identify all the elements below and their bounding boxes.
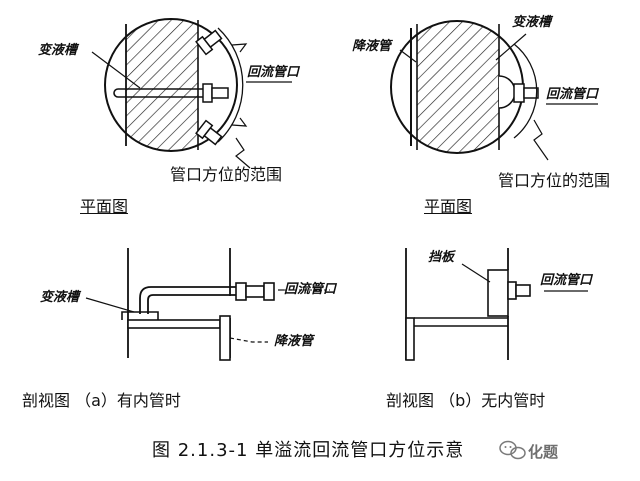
left-sec-trough-label: 变液槽: [40, 290, 80, 305]
right-plan-outlet-label: 回流管口: [546, 87, 599, 102]
left-sec-downcomer-label: 降液管: [274, 334, 314, 349]
left-plan-trough-leader: [91, 51, 141, 89]
right-plan-range-leader: [533, 119, 549, 161]
right-sec-flange: [507, 281, 517, 300]
right-plan-weir-leader: [399, 49, 417, 63]
right-sec-baffle-label: 挡板: [428, 250, 455, 265]
right-sec-nozzle: [515, 284, 531, 297]
right-plan-view: [390, 20, 598, 161]
left-sec-flange-a: [235, 282, 247, 301]
left-plan-column-circle: [104, 18, 238, 152]
left-plan-range-arc: [217, 27, 244, 143]
left-plan-view: [91, 18, 292, 169]
left-plan-inner-pipe: [113, 88, 208, 98]
left-sec-pipe-inner: [147, 294, 238, 314]
left-plan-range-label: 管口方位的范围: [170, 165, 283, 184]
watermark-text: 化题: [528, 443, 559, 461]
right-plan-view-title: 平面图: [424, 197, 473, 216]
right-section-view: [405, 248, 588, 361]
left-plan-outlet-label: 回流管口: [247, 65, 300, 80]
right-sec-baffle-leader: [461, 263, 491, 283]
left-sec-outlet-label: 回流管口: [284, 282, 337, 297]
right-sec-outlet-label: 回流管口: [540, 273, 593, 288]
right-plan-hatch: [417, 21, 499, 153]
wechat-logo-icon: [499, 440, 526, 460]
left-sec-downcomer-wall: [219, 315, 231, 361]
left-plan-trough-label: 变液槽: [38, 43, 78, 58]
left-sec-trough-leader: [85, 297, 135, 313]
left-plan-nozzle-top: [195, 29, 223, 56]
left-plan-hatch: [126, 20, 198, 150]
right-plan-flange: [513, 83, 525, 103]
left-plan-range-leader: [235, 137, 251, 169]
left-sec-flange-b: [263, 282, 275, 301]
left-sec-caption: 剖视图 （a）有内管时: [22, 391, 181, 410]
left-plan-flange-center: [202, 83, 213, 103]
right-sec-baffle: [487, 269, 509, 317]
right-plan-nozzle: [523, 87, 539, 99]
left-section-view: [85, 248, 330, 361]
right-plan-weir-label: 降液管: [352, 39, 392, 54]
right-sec-downcomer-wall: [405, 317, 415, 361]
right-plan-trough-label: 变液槽: [512, 15, 552, 30]
figure-caption: 图 2.1.3-1 单溢流回流管口方位示意: [152, 440, 465, 461]
left-plan-nozzle-center: [211, 87, 229, 99]
left-sec-nozzle: [245, 285, 265, 298]
right-plan-nozzle-bulge: [498, 75, 516, 109]
right-plan-range-arc: [513, 43, 538, 139]
left-sec-downcomer-leader: [229, 337, 268, 343]
right-plan-range-label: 管口方位的范围: [498, 171, 611, 190]
left-sec-downcomer-plate: [127, 319, 221, 329]
left-plan-nozzle-bottom: [195, 119, 223, 146]
left-plan-view-title: 平面图: [80, 197, 129, 216]
right-plan-trough-leader: [495, 33, 527, 61]
left-sec-pipe-outer: [139, 286, 238, 314]
right-sec-caption: 剖视图 （b）无内管时: [386, 391, 546, 410]
